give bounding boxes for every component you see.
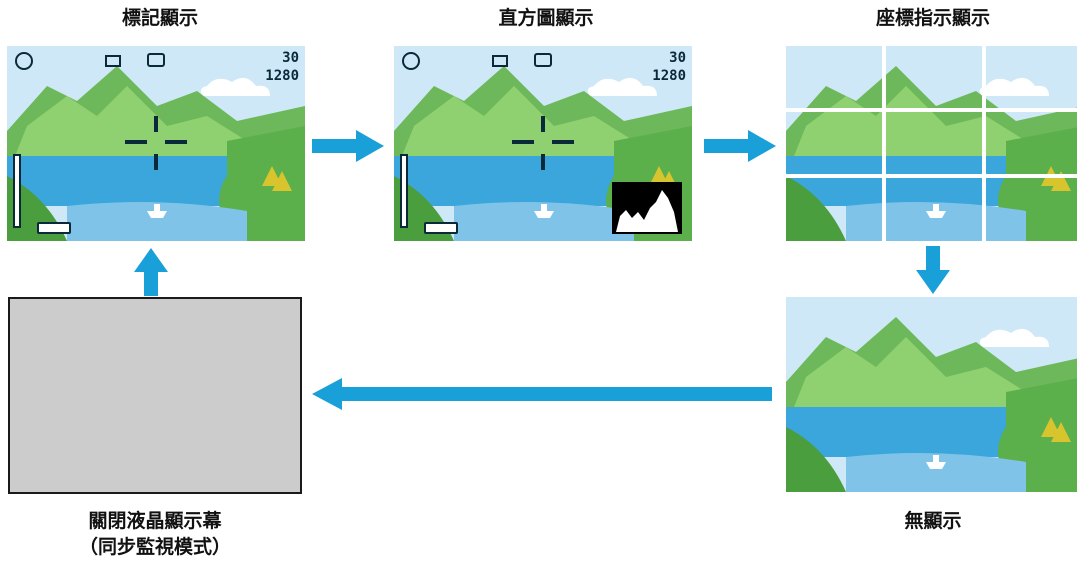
landscape-scene: [786, 297, 1077, 492]
label-grid-display: 座標指示顯示: [875, 7, 990, 29]
image-size: 1280: [265, 68, 299, 84]
landscape-scene: [7, 46, 305, 241]
sd-card-icon: [105, 55, 121, 67]
focus-mark: [512, 116, 574, 170]
screen-histogram-display: 30 1280: [394, 46, 692, 241]
battery-icon: [37, 222, 71, 234]
arrow-right-2: [704, 130, 776, 162]
label-lcd-off-line1: 關閉液晶顯示幕: [88, 510, 222, 532]
flash-icon: [15, 52, 33, 70]
grid-line-horizontal-1: [786, 108, 1077, 112]
shots-remaining: 30: [282, 50, 299, 66]
grid-line-vertical-1: [882, 46, 886, 241]
flash-icon: [402, 52, 420, 70]
zoom-bar: [13, 154, 21, 228]
screen-lcd-off: [8, 297, 302, 494]
battery-icon: [424, 222, 458, 234]
label-lcd-off-line2: （同步監視模式）: [78, 536, 231, 558]
label-mark-display: 標記顯示: [121, 7, 198, 29]
camera-mode-icon: [147, 53, 165, 67]
histogram-graph: [612, 182, 682, 234]
screen-no-display: [786, 297, 1077, 492]
arrow-left-long: [312, 378, 772, 410]
grid-line-horizontal-2: [786, 174, 1077, 178]
landscape-scene: [786, 46, 1077, 241]
zoom-bar: [400, 154, 408, 228]
camera-mode-icon: [534, 53, 552, 67]
screen-mark-display: 30 1280: [7, 46, 305, 241]
focus-mark: [125, 116, 187, 170]
label-histogram-display: 直方圖顯示: [498, 7, 594, 29]
image-size: 1280: [652, 68, 686, 84]
grid-line-vertical-2: [982, 46, 986, 241]
screen-grid-display: [786, 46, 1077, 241]
arrow-down: [916, 246, 950, 294]
arrow-right-1: [312, 130, 384, 162]
shots-remaining: 30: [669, 50, 686, 66]
sd-card-icon: [492, 55, 508, 67]
arrow-up: [134, 248, 168, 296]
label-no-display: 無顯示: [904, 510, 962, 532]
